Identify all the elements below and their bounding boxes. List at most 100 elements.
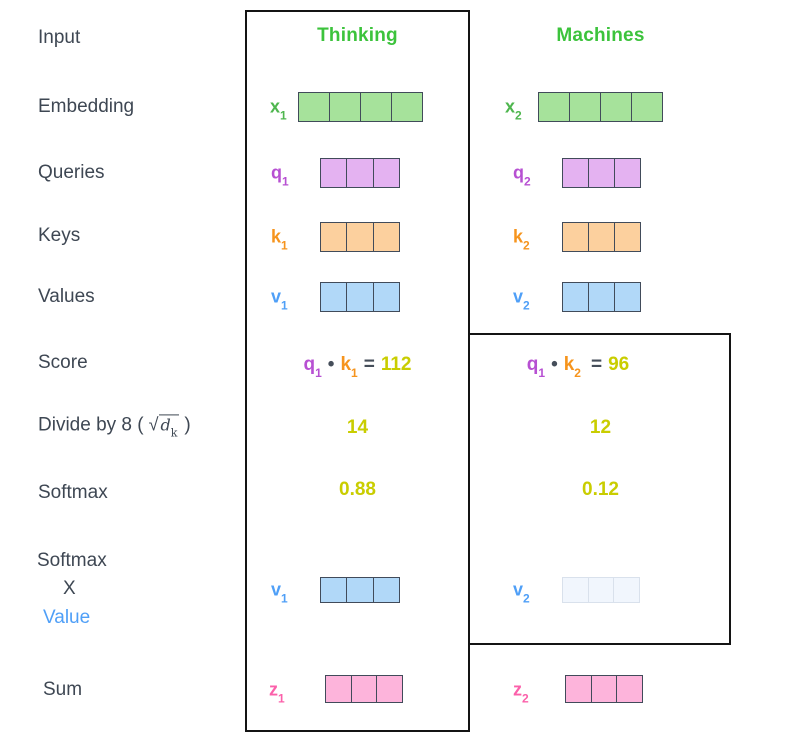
vector-cell xyxy=(600,93,631,121)
q1-vector xyxy=(320,158,400,188)
x2-vector xyxy=(538,92,663,122)
sqrt-dk-math: √dk xyxy=(149,412,180,443)
q1-vector-label: q1 xyxy=(271,162,289,188)
vector-cell xyxy=(346,223,372,251)
vector-cell xyxy=(372,223,399,251)
x1-vector-label: x1 xyxy=(270,97,287,122)
v2-weighted-vector-faded xyxy=(562,577,640,603)
k2-vector-label: k2 xyxy=(513,226,530,252)
dot-product-icon: • xyxy=(551,354,558,375)
k2-vector xyxy=(562,222,641,252)
q1-subscript: 1 xyxy=(282,174,289,189)
vector-cell xyxy=(346,159,372,187)
divide-prefix: Divide by 8 ( xyxy=(38,414,144,436)
machines-score-frame xyxy=(468,333,731,645)
k1-vector xyxy=(320,222,400,252)
vector-cell xyxy=(372,283,399,311)
score-left-k-term: k1 xyxy=(340,354,357,379)
v1-weighted-vector-label: v1 xyxy=(271,580,288,605)
k2-base: k xyxy=(513,226,524,247)
vector-cell xyxy=(372,159,399,187)
row-label-sum: Sum xyxy=(43,679,83,700)
softmax-value-left: 0.88 xyxy=(339,479,376,500)
vector-cell xyxy=(563,223,588,251)
x1-subscript: 1 xyxy=(280,108,287,123)
row-label-values: Values xyxy=(38,286,95,307)
vector-cell xyxy=(539,93,569,121)
q2-vector xyxy=(562,158,641,188)
score-expression-right: q1•k2=96 xyxy=(448,354,708,379)
k-subscript: k xyxy=(170,426,178,440)
v1-vector xyxy=(320,282,400,312)
divide-suffix: ) xyxy=(184,414,191,436)
vector-cell xyxy=(360,93,391,121)
score-right-k-sub: 2 xyxy=(574,365,581,380)
row-label-score: Score xyxy=(38,352,88,373)
softmax-value-right: 0.12 xyxy=(582,479,619,500)
row-label-softmax-x-value-line3: Value xyxy=(43,607,91,628)
v1-base: v xyxy=(271,286,282,307)
score-left-k-base: k xyxy=(340,354,352,375)
score-right-k-base: k xyxy=(563,354,575,375)
row-label-keys: Keys xyxy=(38,225,81,246)
z2-base: z xyxy=(513,679,522,700)
score-right-q-sub: 1 xyxy=(538,365,546,380)
row-label-softmax-x-value-line1: Softmax xyxy=(37,550,107,571)
z1-subscript: 1 xyxy=(278,691,285,706)
column-header-thinking: Thinking xyxy=(317,25,398,46)
vector-cell xyxy=(346,283,372,311)
v2-vector xyxy=(562,282,641,312)
row-label-divide-by-8: Divide by 8 (√dk) xyxy=(38,412,191,443)
v1-subscript: 1 xyxy=(281,298,288,313)
k1-subscript: 1 xyxy=(281,238,288,253)
vector-cell xyxy=(587,578,614,602)
score-left-value: 112 xyxy=(380,354,412,375)
v2-weighted-base: v xyxy=(513,579,524,600)
v2-base: v xyxy=(513,286,524,307)
vector-cell xyxy=(391,93,422,121)
score-left-q-sub: 1 xyxy=(315,365,322,380)
q2-subscript: 2 xyxy=(524,174,531,189)
vector-cell xyxy=(326,676,351,702)
dot-product-icon: • xyxy=(327,354,335,375)
column-header-machines: Machines xyxy=(556,25,645,46)
vector-cell xyxy=(588,283,614,311)
row-label-input: Input xyxy=(38,27,81,48)
x2-base: x xyxy=(505,96,516,117)
row-label-softmax-x-value-line2: X xyxy=(63,578,76,599)
vector-cell xyxy=(563,283,588,311)
vector-cell xyxy=(321,159,346,187)
vector-cell xyxy=(321,283,346,311)
vector-cell xyxy=(329,93,360,121)
z1-vector xyxy=(325,675,403,703)
v2-vector-label: v2 xyxy=(513,286,530,312)
row-label-queries: Queries xyxy=(38,162,105,183)
v1-weighted-subscript: 1 xyxy=(281,591,288,606)
v2-weighted-vector-label: v2 xyxy=(513,579,530,605)
x1-vector xyxy=(298,92,423,122)
vector-cell xyxy=(563,578,588,602)
vector-cell xyxy=(566,676,591,702)
vector-cell xyxy=(613,578,639,602)
v1-weighted-vector xyxy=(320,577,400,603)
k2-subscript: 2 xyxy=(523,238,530,253)
vector-cell xyxy=(299,93,329,121)
score-left-q-term: q1 xyxy=(304,354,322,379)
vector-cell xyxy=(631,93,662,121)
vector-cell xyxy=(563,159,588,187)
x2-vector-label: x2 xyxy=(505,96,522,122)
z2-vector xyxy=(565,675,643,703)
v1-vector-label: v1 xyxy=(271,286,288,312)
q2-base: q xyxy=(513,162,524,183)
vector-cell xyxy=(590,676,617,702)
z2-subscript: 2 xyxy=(522,691,529,706)
vector-cell xyxy=(616,676,642,702)
q1-base: q xyxy=(271,162,282,183)
v2-subscript: 2 xyxy=(523,298,530,313)
vector-cell xyxy=(588,223,614,251)
score-right-q-base: q xyxy=(526,354,539,375)
vector-cell xyxy=(321,578,346,602)
vector-cell xyxy=(350,676,377,702)
d-symbol: d xyxy=(160,415,171,435)
divide-value-left: 14 xyxy=(346,417,369,438)
